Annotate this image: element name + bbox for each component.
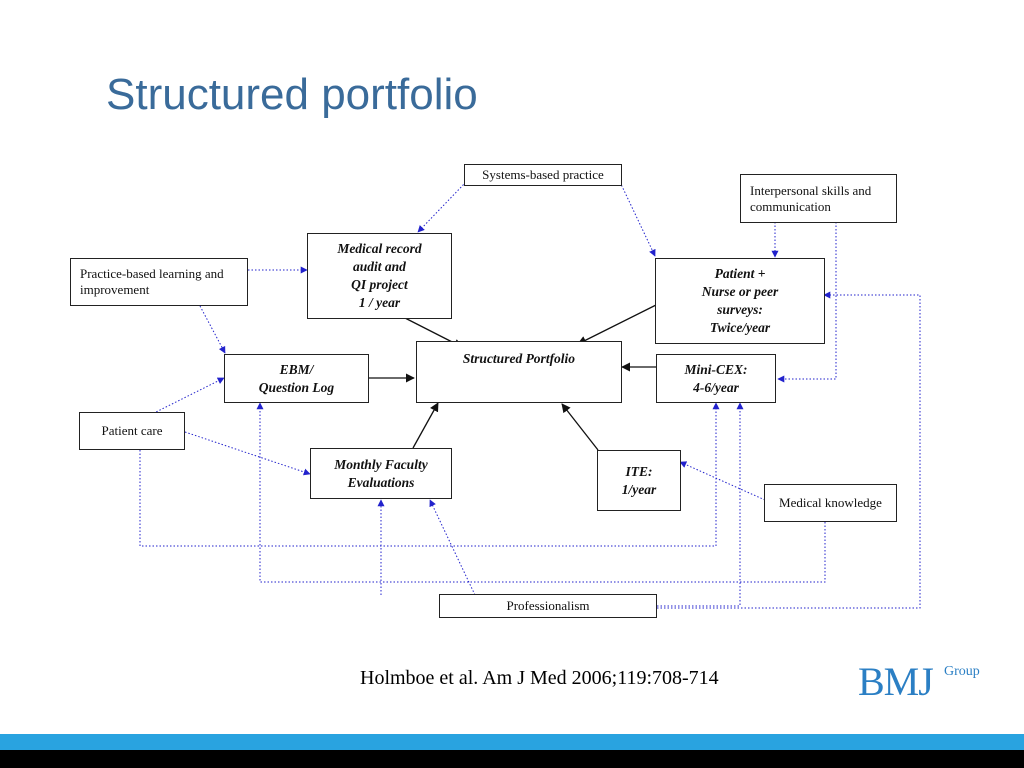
arrow-prof-to-minicex (657, 402, 744, 607)
label: Practice-based learning and improvement (80, 266, 224, 297)
arrow-patientcare-to-ebm (149, 377, 225, 416)
arrow-practice-to-ebm (199, 305, 226, 354)
arrow-ite-to-portfolio (561, 403, 599, 451)
bmj-group-logo: BMJ Group (858, 658, 980, 705)
logo-main: BMJ (858, 659, 934, 704)
footer-band-dark (0, 750, 1024, 768)
tool-patient-surveys: Patient + Nurse or peer surveys: Twice/y… (655, 258, 825, 344)
arrow-patientcare-to-minicex (139, 402, 720, 547)
label: Patient + Nurse or peer surveys: Twice/y… (701, 266, 779, 335)
label: EBM/ Question Log (258, 361, 335, 395)
label: Professionalism (506, 598, 590, 613)
tool-ebm-question-log: EBM/ Question Log (224, 354, 369, 403)
tool-ite: ITE: 1/year (597, 450, 681, 511)
label: Medical record audit and QI project 1 / … (337, 241, 422, 310)
tool-medical-record-audit: Medical record audit and QI project 1 / … (307, 233, 452, 319)
arrow-systems-to-surveys (619, 181, 656, 257)
arrow-medknow-to-ite (679, 461, 766, 501)
arrow-prof-to-surveys (657, 291, 921, 609)
citation: Holmboe et al. Am J Med 2006;119:708-714 (360, 667, 719, 689)
competency-patient-care: Patient care (79, 412, 185, 450)
logo-sub: Group (944, 664, 980, 679)
arrow-prof-to-monthly (429, 499, 476, 596)
label: Mini-CEX: 4-6/year (684, 361, 748, 395)
tool-mini-cex: Mini-CEX: 4-6/year (656, 354, 776, 403)
label: Medical knowledge (779, 495, 882, 510)
slide-title: Structured portfolio (106, 70, 478, 119)
footer-band-light (0, 734, 1024, 750)
label: ITE: 1/year (621, 463, 657, 497)
tool-monthly-faculty-evaluations: Monthly Faculty Evaluations (310, 448, 452, 499)
competency-interpersonal: Interpersonal skills and communication (740, 174, 897, 223)
competency-systems-based-practice: Systems-based practice (464, 164, 622, 186)
competency-practice-based: Practice-based learning and improvement (70, 258, 248, 306)
label: Monthly Faculty Evaluations (334, 456, 428, 490)
competency-professionalism: Professionalism (439, 594, 657, 618)
arrow-surveys-to-portfolio (577, 304, 657, 345)
label: Systems-based practice (482, 167, 604, 182)
arrow-systems-to-medical (417, 181, 467, 233)
label: Interpersonal skills and communication (750, 182, 872, 214)
arrow-medknow-to-ebm (256, 402, 826, 583)
arrow-monthly-to-portfolio (412, 402, 439, 449)
arrow-patientcare-to-monthly (184, 431, 311, 476)
competency-medical-knowledge: Medical knowledge (764, 484, 897, 522)
label: Patient care (101, 423, 163, 438)
structured-portfolio: Structured Portfolio (416, 341, 622, 403)
label: Structured Portfolio (462, 351, 576, 366)
